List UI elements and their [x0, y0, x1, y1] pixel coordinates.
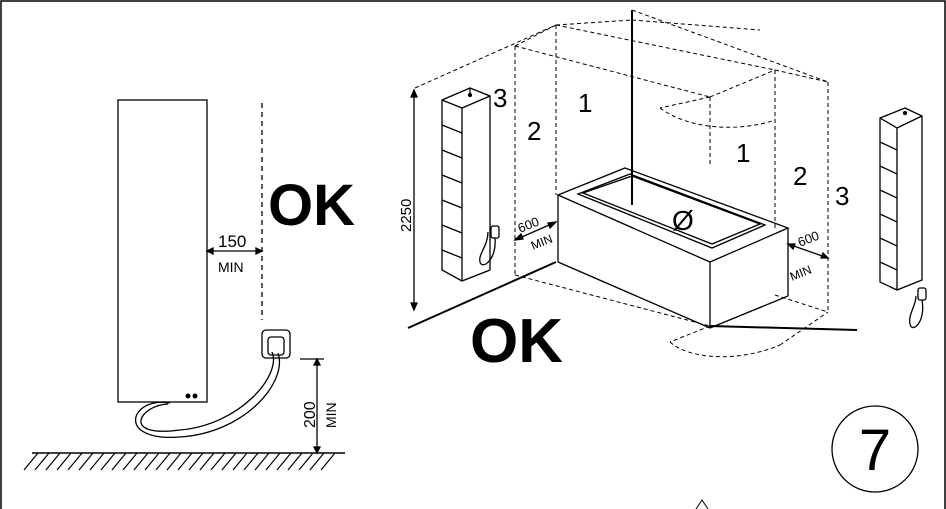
zone-boundaries — [414, 9, 829, 358]
floor-hatch-stroke — [298, 452, 314, 471]
floor-height-value-label: 200 — [302, 401, 319, 428]
floor-height-dimension — [300, 357, 324, 455]
floor-hatch-stroke — [155, 452, 171, 471]
towel-radiator-icon — [879, 107, 927, 329]
left-offset-unit-label: MIN — [529, 232, 555, 253]
right-offset-unit-label: MIN — [788, 263, 814, 284]
zone-zero-label: Ø — [672, 205, 694, 236]
bathtub-icon — [556, 167, 790, 329]
right-offset-dimension — [786, 243, 830, 259]
floor-hatch-stroke — [287, 452, 303, 471]
floor-line-left — [407, 261, 557, 329]
floor-line-right — [709, 325, 858, 331]
clearance-value-label: 150 — [218, 232, 246, 251]
floor-height-unit-label: MIN — [323, 402, 339, 428]
floor-hatch-stroke — [188, 452, 204, 471]
floor-hatch-stroke — [265, 452, 281, 471]
floor-hatch-stroke — [276, 452, 292, 471]
power-cable — [140, 351, 275, 432]
floor-hatch-stroke — [122, 452, 138, 471]
radiator-cable — [479, 231, 496, 266]
floor-hatch-stroke — [133, 452, 149, 471]
floor-hatch-stroke — [309, 452, 325, 471]
floor-hatch-stroke — [221, 452, 237, 471]
zone-label-3: 3 — [835, 181, 849, 211]
zone-label-1: 1 — [736, 138, 750, 168]
floor-hatch-stroke — [23, 452, 39, 471]
left-panel — [23, 99, 345, 471]
floor-hatch-stroke — [89, 452, 105, 471]
floor-hatch-stroke — [320, 452, 336, 471]
radiator-terminal-icon — [185, 393, 191, 399]
floor-hatch-icon — [23, 452, 345, 471]
floor-hatch-stroke — [100, 452, 116, 471]
floor-hatch-stroke — [166, 452, 182, 471]
left-offset-value-label: 600 — [516, 214, 542, 236]
floor-hatch-stroke — [56, 452, 72, 471]
floor-hatch-stroke — [78, 452, 94, 471]
radiator-panel — [117, 99, 208, 403]
floor-hatch-stroke — [177, 452, 193, 471]
height-dimension — [410, 88, 418, 312]
radiator-cable — [909, 295, 924, 329]
right-ok-label: OK — [470, 307, 563, 376]
height-value-label: 2250 — [398, 199, 415, 232]
left-offset-dimension — [513, 221, 558, 241]
floor-hatch-stroke — [210, 452, 226, 471]
floor-hatch-stroke — [144, 452, 160, 471]
clearance-dimension — [205, 246, 264, 256]
zone-label-3: 3 — [493, 83, 507, 113]
left-ok-label: OK — [268, 173, 355, 238]
towel-radiator-icon — [441, 87, 500, 282]
floor-hatch-stroke — [199, 452, 215, 471]
radiator-terminal-icon — [192, 393, 198, 399]
step-number-label: 7 — [859, 418, 891, 483]
power-cable-outline — [135, 352, 281, 438]
floor-hatch-stroke — [254, 452, 270, 471]
zone-label-1: 1 — [578, 88, 592, 118]
clearance-unit-label: MIN — [218, 259, 244, 275]
zone-label-2: 2 — [527, 116, 541, 146]
floor-hatch-stroke — [34, 452, 50, 471]
floor-hatch-stroke — [232, 452, 248, 471]
zone-label-2: 2 — [793, 161, 807, 191]
floor-hatch-stroke — [67, 452, 83, 471]
floor-hatch-stroke — [45, 452, 61, 471]
floor-hatch-stroke — [111, 452, 127, 471]
right-panel — [407, 9, 927, 358]
wall-socket-icon — [261, 329, 291, 359]
step-number-badge — [831, 405, 919, 493]
right-offset-value-label: 600 — [796, 228, 822, 250]
floor-hatch-stroke — [243, 452, 259, 471]
bottom-edge-mark — [695, 499, 709, 509]
